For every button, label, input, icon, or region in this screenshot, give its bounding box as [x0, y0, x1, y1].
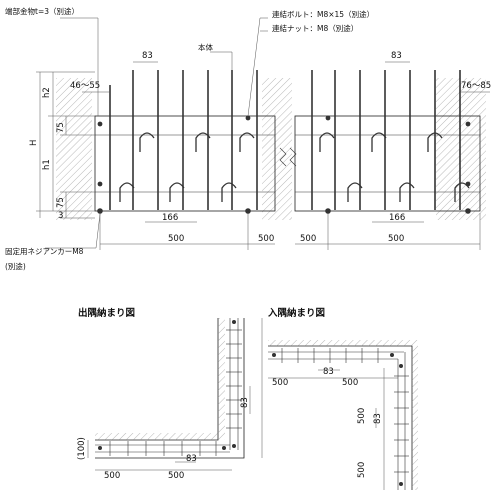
- dim-h1: h1: [42, 159, 52, 170]
- dim-75-bottom: 75: [56, 197, 66, 208]
- dim-span-2: 500: [258, 234, 274, 244]
- callout-connecting-bolt: 連結ボルト：M8×15（別途）: [272, 9, 374, 19]
- outer-dim-bottom-1: 500: [104, 471, 120, 481]
- dim-right-end: 76～85: [461, 81, 491, 91]
- dim-left-end: 46～55: [70, 81, 100, 91]
- dim-span-4: 500: [388, 234, 404, 244]
- callout-anchor-sub: (別途): [5, 261, 26, 271]
- dim-3: 3: [58, 211, 63, 221]
- inner-corner-vertical-run: [394, 352, 409, 490]
- callout-end-plate: 端部金物t=3（別途）: [5, 6, 79, 16]
- dim-pitch-right: 83: [391, 51, 402, 61]
- dim-75-top: 75: [56, 122, 66, 133]
- dim-hook-left: 166: [162, 213, 178, 223]
- dim-h2: h2: [42, 87, 52, 98]
- inner-corner-title: 入隅納まり図: [267, 307, 325, 319]
- hooks-right: [319, 132, 470, 202]
- inner-dim-right-1: 500: [357, 408, 367, 424]
- wall-right-hatch: [436, 78, 486, 220]
- outer-corner-detail: 出隅納まり図: [77, 307, 263, 481]
- outer-dim-vertical-pitch: 83: [240, 397, 250, 408]
- inner-dim-top-2: 500: [342, 378, 358, 388]
- outer-dim-offset: (100): [77, 437, 87, 460]
- dim-pitch-left: 83: [142, 51, 153, 61]
- outer-corner-vertical-run: [226, 318, 242, 450]
- wall-left-hatch: [56, 78, 92, 220]
- main-elevation: 端部金物t=3（別途） 本体 連結ボルト：M8×15（別途） 連結ナット：M8（…: [5, 6, 491, 271]
- inner-dim-right-2: 500: [357, 462, 367, 478]
- outer-corner-title: 出隅納まり図: [78, 307, 135, 319]
- inner-corner-detail: 入隅納まり図: [267, 307, 418, 490]
- hooks-left: [119, 132, 255, 202]
- spikes-left: [109, 70, 258, 210]
- panel-left-frame: [94, 115, 276, 212]
- break-mark: [279, 147, 287, 167]
- inner-dim-pitch: 83: [323, 367, 334, 377]
- callout-connecting-nut: 連結ナット：M8（別途）: [272, 23, 358, 33]
- spikes-right: [311, 70, 461, 210]
- dim-span-1: 500: [168, 234, 184, 244]
- outer-dim-pitch: 83: [186, 454, 197, 464]
- dim-hook-right: 166: [389, 213, 405, 223]
- dim-span-3: 500: [300, 234, 316, 244]
- dim-H: H: [29, 140, 39, 146]
- outer-corner-horizontal-run: [95, 441, 230, 456]
- inner-dim-top-1: 500: [272, 378, 288, 388]
- connecting-bolts: [97, 115, 471, 187]
- anchor-bolts: [97, 208, 471, 214]
- callout-body: 本体: [198, 42, 213, 52]
- panel-right-frame: [294, 115, 481, 212]
- inner-dim-vertical-pitch: 83: [373, 413, 383, 424]
- wall-mid-hatch: [262, 78, 292, 220]
- callout-anchor: 固定用ネジアンカーM8: [5, 246, 84, 256]
- outer-dim-bottom-2: 500: [168, 471, 184, 481]
- inner-corner-horizontal-run: [268, 348, 404, 363]
